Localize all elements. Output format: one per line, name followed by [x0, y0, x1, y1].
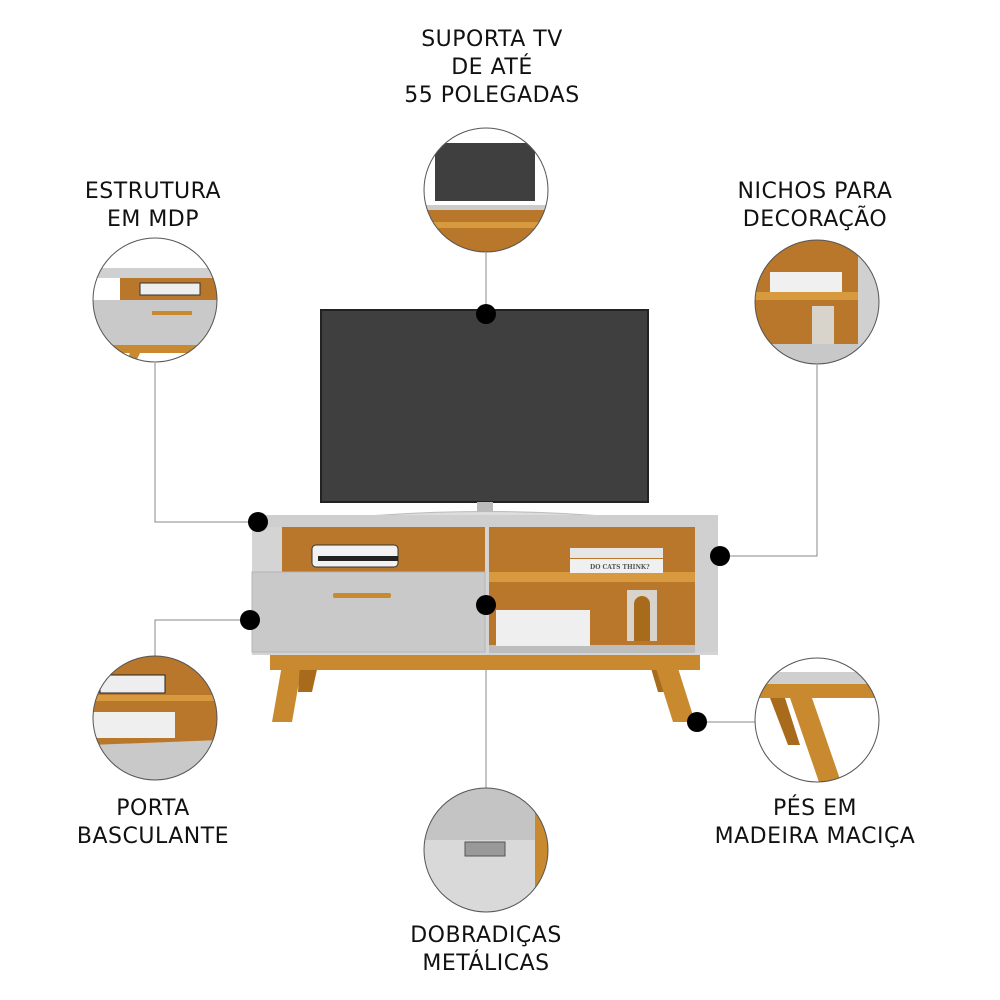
circle-borders — [92, 127, 880, 913]
label-line: ESTRUTURA — [84, 179, 222, 204]
label-line: DE ATÉ — [451, 55, 533, 80]
detail-feet — [755, 658, 879, 782]
label-line: METÁLICAS — [422, 951, 550, 976]
label-structure: ESTRUTURA EM MDP — [85, 178, 221, 234]
detail-mdp — [93, 238, 217, 362]
tv — [320, 309, 649, 519]
label-line: PÉS EM — [772, 796, 858, 821]
label-line: DECORAÇÃO — [742, 207, 888, 232]
label-line: PORTA — [116, 796, 190, 821]
label-line: DOBRADIÇAS — [410, 923, 562, 948]
book-title: DO CATS THINK? — [590, 564, 650, 571]
callout-dots — [240, 304, 730, 732]
detail-niches — [755, 240, 879, 364]
detail-tv — [424, 128, 548, 252]
label-door: PORTA BASCULANTE — [77, 795, 229, 851]
label-tv-support: SUPORTA TV DE ATÉ 55 POLEGADAS — [404, 26, 579, 110]
tv-stand: DO CATS THINK? — [251, 515, 718, 722]
label-line: NICHOS PARA — [737, 179, 893, 204]
label-line: 55 POLEGADAS — [404, 83, 580, 108]
detail-hinges — [424, 788, 548, 912]
label-line: MADEIRA MACIÇA — [714, 824, 916, 849]
label-niches: NICHOS PARA DECORAÇÃO — [738, 178, 893, 234]
label-line: BASCULANTE — [76, 824, 230, 849]
label-line: EM MDP — [106, 207, 200, 232]
label-line: SUPORTA TV — [421, 27, 563, 52]
label-hinges: DOBRADIÇAS METÁLICAS — [410, 922, 562, 978]
label-feet: PÉS EM MADEIRA MACIÇA — [715, 795, 916, 851]
detail-door — [93, 656, 217, 780]
